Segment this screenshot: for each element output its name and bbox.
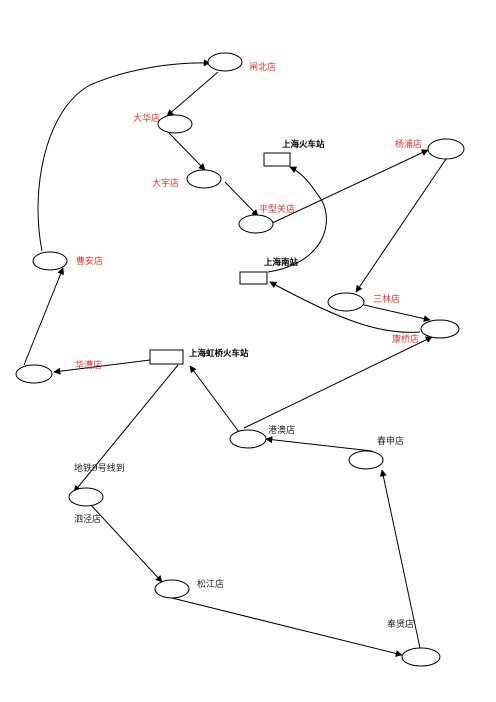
label-huacao: 华漕店 xyxy=(75,359,102,371)
node-caoan xyxy=(32,251,68,271)
label-metro-line9: 地铁9号线到 xyxy=(74,462,125,474)
label-sanlin: 三林店 xyxy=(373,293,400,305)
node-kangqiao xyxy=(420,319,460,339)
edge-songjiang-fengxian xyxy=(171,597,403,657)
node-zhabei xyxy=(207,52,243,72)
node-dahua xyxy=(157,114,193,134)
label-zhabei: 闸北店 xyxy=(249,61,276,73)
edge-gangao-kangqiao xyxy=(243,336,433,429)
label-fengxian: 奉贤店 xyxy=(387,618,414,630)
edge-sijing-songjiang xyxy=(89,503,163,583)
label-pingxingguan: 平型关店 xyxy=(259,203,295,215)
node-huacao xyxy=(15,364,53,384)
edge-hongqiao-sijing xyxy=(73,364,179,493)
node-fengxian xyxy=(401,647,441,667)
node-gangao xyxy=(229,429,267,449)
edge-shanghai-south-shanghai-rail xyxy=(267,166,327,273)
edge-pingxingguan-yangpu xyxy=(267,149,429,226)
node-chunshen xyxy=(348,450,384,470)
node-dayu xyxy=(186,169,222,189)
label-shanghai-rail: 上海火车站 xyxy=(282,139,325,150)
edge-dayu-pingxingguan xyxy=(224,181,259,217)
edge-zhabei-dahua xyxy=(166,71,219,117)
node-pingxingguan xyxy=(238,214,274,234)
station-box-shanghai-rail xyxy=(263,152,291,167)
label-dahua: 大华店 xyxy=(133,112,160,124)
node-sijing xyxy=(68,487,104,507)
label-shanghai-south: 上海南站 xyxy=(264,257,299,268)
label-yangpu: 杨浦店 xyxy=(395,138,422,150)
node-songjiang xyxy=(154,579,190,599)
edge-huacao-caoan xyxy=(23,267,64,366)
station-box-hongqiao xyxy=(149,349,184,365)
edge-fengxian-chunshen xyxy=(379,469,421,649)
label-songjiang: 松江店 xyxy=(197,578,224,590)
edge-chunshen-gangao xyxy=(265,436,373,452)
edge-hongqiao-huacao xyxy=(53,359,151,375)
node-yangpu xyxy=(427,138,465,160)
station-box-shanghai-south xyxy=(239,271,268,285)
label-kangqiao: 康桥店 xyxy=(392,333,419,345)
edge-kangqiao-shanghai-south xyxy=(269,281,421,333)
label-hongqiao: 上海虹桥火车站 xyxy=(189,348,249,359)
label-caoan: 曹安店 xyxy=(76,255,103,267)
label-chunshen: 春申店 xyxy=(377,435,404,447)
edge-caoan-zhabei xyxy=(37,59,211,252)
label-dayu: 大宇店 xyxy=(152,177,179,189)
label-sijing: 泗泾店 xyxy=(74,513,101,525)
label-gangao: 港澳店 xyxy=(268,424,295,436)
edge-gangao-hongqiao xyxy=(189,365,240,433)
node-sanlin xyxy=(327,292,365,312)
edge-yangpu-sanlin xyxy=(355,158,447,293)
edge-dahua-dayu xyxy=(167,131,206,171)
edge-sanlin-kangqiao xyxy=(363,304,431,323)
